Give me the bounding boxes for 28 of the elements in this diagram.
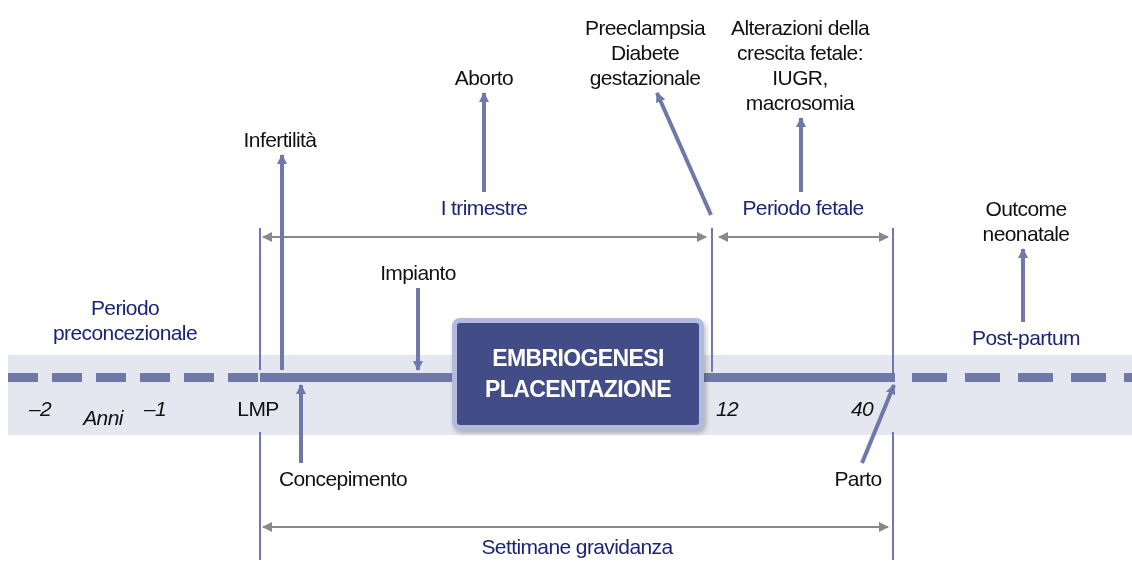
outcome-text: Outcome neonatale [971, 196, 1081, 246]
arrow [479, 92, 489, 192]
event-text: Parto [834, 466, 882, 491]
arrow [860, 384, 896, 464]
outcome-text: Aborto [454, 65, 514, 90]
arrow [277, 154, 287, 370]
outcome-text: Preeclampsia Diabete gestazionale [575, 15, 715, 90]
event-text: Impianto [380, 260, 456, 285]
axis-label: –1 [143, 396, 167, 421]
arrow [655, 92, 713, 216]
axis-label: 40 [850, 396, 874, 421]
stage-box: EMBRIOGENESI PLACENTAZIONE [452, 318, 704, 430]
arrow [413, 288, 423, 371]
axis-title: Anni [83, 405, 123, 430]
arrow [296, 384, 306, 463]
axis-label: LMP [237, 396, 279, 421]
axis-title: Settimane gravidanza [481, 534, 673, 559]
period-title: Periodo fetale [742, 195, 864, 220]
event-text: Concepimento [278, 466, 408, 491]
axis-label: 12 [715, 396, 739, 421]
period-title: Post-partum [972, 325, 1080, 350]
period-title: Periodo preconcezionale [52, 295, 198, 345]
axis-label: –2 [28, 396, 52, 421]
period-title: I trimestre [440, 195, 528, 220]
arrow [1018, 248, 1028, 322]
arrow [796, 117, 806, 192]
outcome-text: Alterazioni della crescita fetale: IUGR, macrosomia [730, 15, 870, 115]
outcome-text: Infertilità [243, 127, 317, 152]
